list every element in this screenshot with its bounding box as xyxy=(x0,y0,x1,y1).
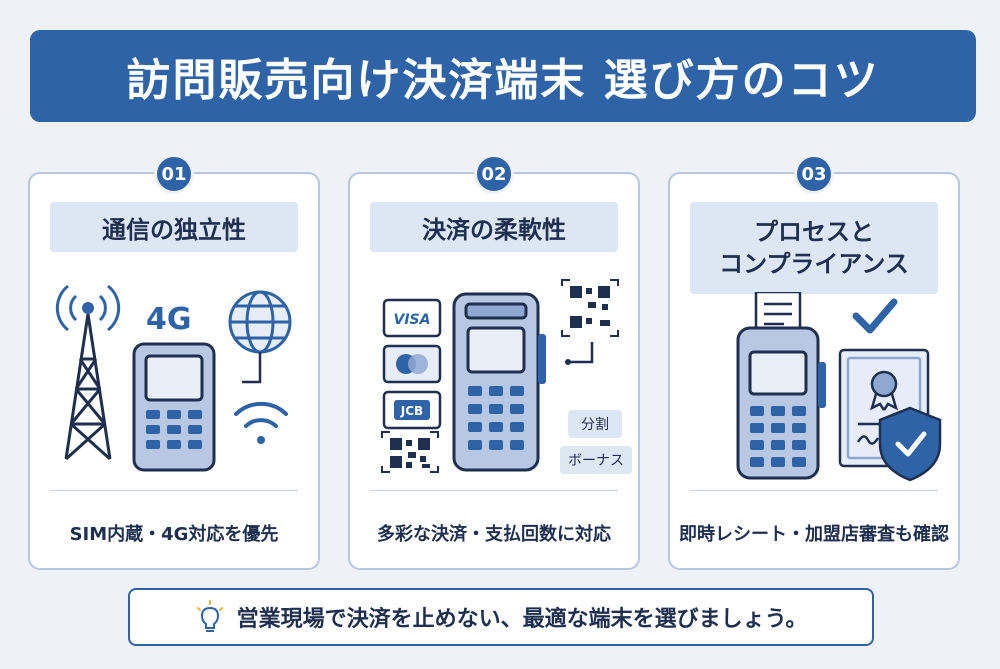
card-heading: 通信の独立性 xyxy=(50,202,298,252)
step-number-badge: 01 xyxy=(154,154,194,194)
payment-terminal-icon xyxy=(132,342,216,472)
mastercard-icon xyxy=(382,344,442,384)
payment-terminal-icon xyxy=(736,326,826,480)
svg-text:JCB: JCB xyxy=(400,404,423,418)
payment-illustration: VISA JCB xyxy=(381,279,619,473)
card-caption: 多彩な決済・支払回数に対応 xyxy=(377,524,611,545)
card-divider xyxy=(370,490,618,491)
card-heading: 決済の柔軟性 xyxy=(370,202,618,252)
card-process-compliance: 03 プロセスと コンプライアンス xyxy=(668,154,960,570)
step-number-badge: 03 xyxy=(794,154,834,194)
title-banner: 訪問販売向け決済端末 選び方のコツ xyxy=(30,30,976,122)
card-divider xyxy=(690,490,938,491)
tag-installment: 分割 xyxy=(568,410,622,438)
cell-tower-icon xyxy=(55,284,121,461)
checkmark-icon xyxy=(852,298,898,334)
svg-text:VISA: VISA xyxy=(394,312,431,328)
qr-code-icon xyxy=(561,279,619,337)
visa-card-icon: VISA xyxy=(382,298,442,338)
card-caption: 即時レシート・加盟店審査も確認 xyxy=(679,524,949,545)
card-communication: 01 通信の独立性 4G xyxy=(28,154,320,570)
step-number-badge: 02 xyxy=(474,154,514,194)
compliance-illustration xyxy=(736,292,942,482)
lightbulb-icon xyxy=(196,600,223,632)
communication-illustration: 4G xyxy=(55,284,292,472)
qr-code-icon xyxy=(381,431,439,473)
card-caption: SIM内蔵・4G対応を優先 xyxy=(69,524,279,545)
jcb-card-icon: JCB xyxy=(382,390,442,430)
shield-check-icon xyxy=(878,406,942,482)
card-heading: プロセスと コンプライアンス xyxy=(690,202,938,294)
footer-message-box: 営業現場で決済を止めない、最適な端末を選びましょう。 xyxy=(128,588,874,646)
card-heading-line2: コンプライアンス xyxy=(719,250,909,278)
page-title: 訪問販売向け決済端末 選び方のコツ xyxy=(126,55,880,106)
wifi-icon xyxy=(234,401,288,444)
payment-terminal-icon xyxy=(452,292,546,472)
footer-text: 営業現場で決済を止めない、最適な端末を選びましょう。 xyxy=(236,607,808,632)
card-divider xyxy=(50,490,298,491)
globe-icon xyxy=(228,290,292,354)
tag-bonus: ボーナス xyxy=(560,446,632,474)
card-payment-flexibility: 02 決済の柔軟性 VISA JCB xyxy=(348,154,640,570)
card-heading-line1: プロセスと xyxy=(754,217,874,246)
label-4g: 4G xyxy=(146,302,192,337)
